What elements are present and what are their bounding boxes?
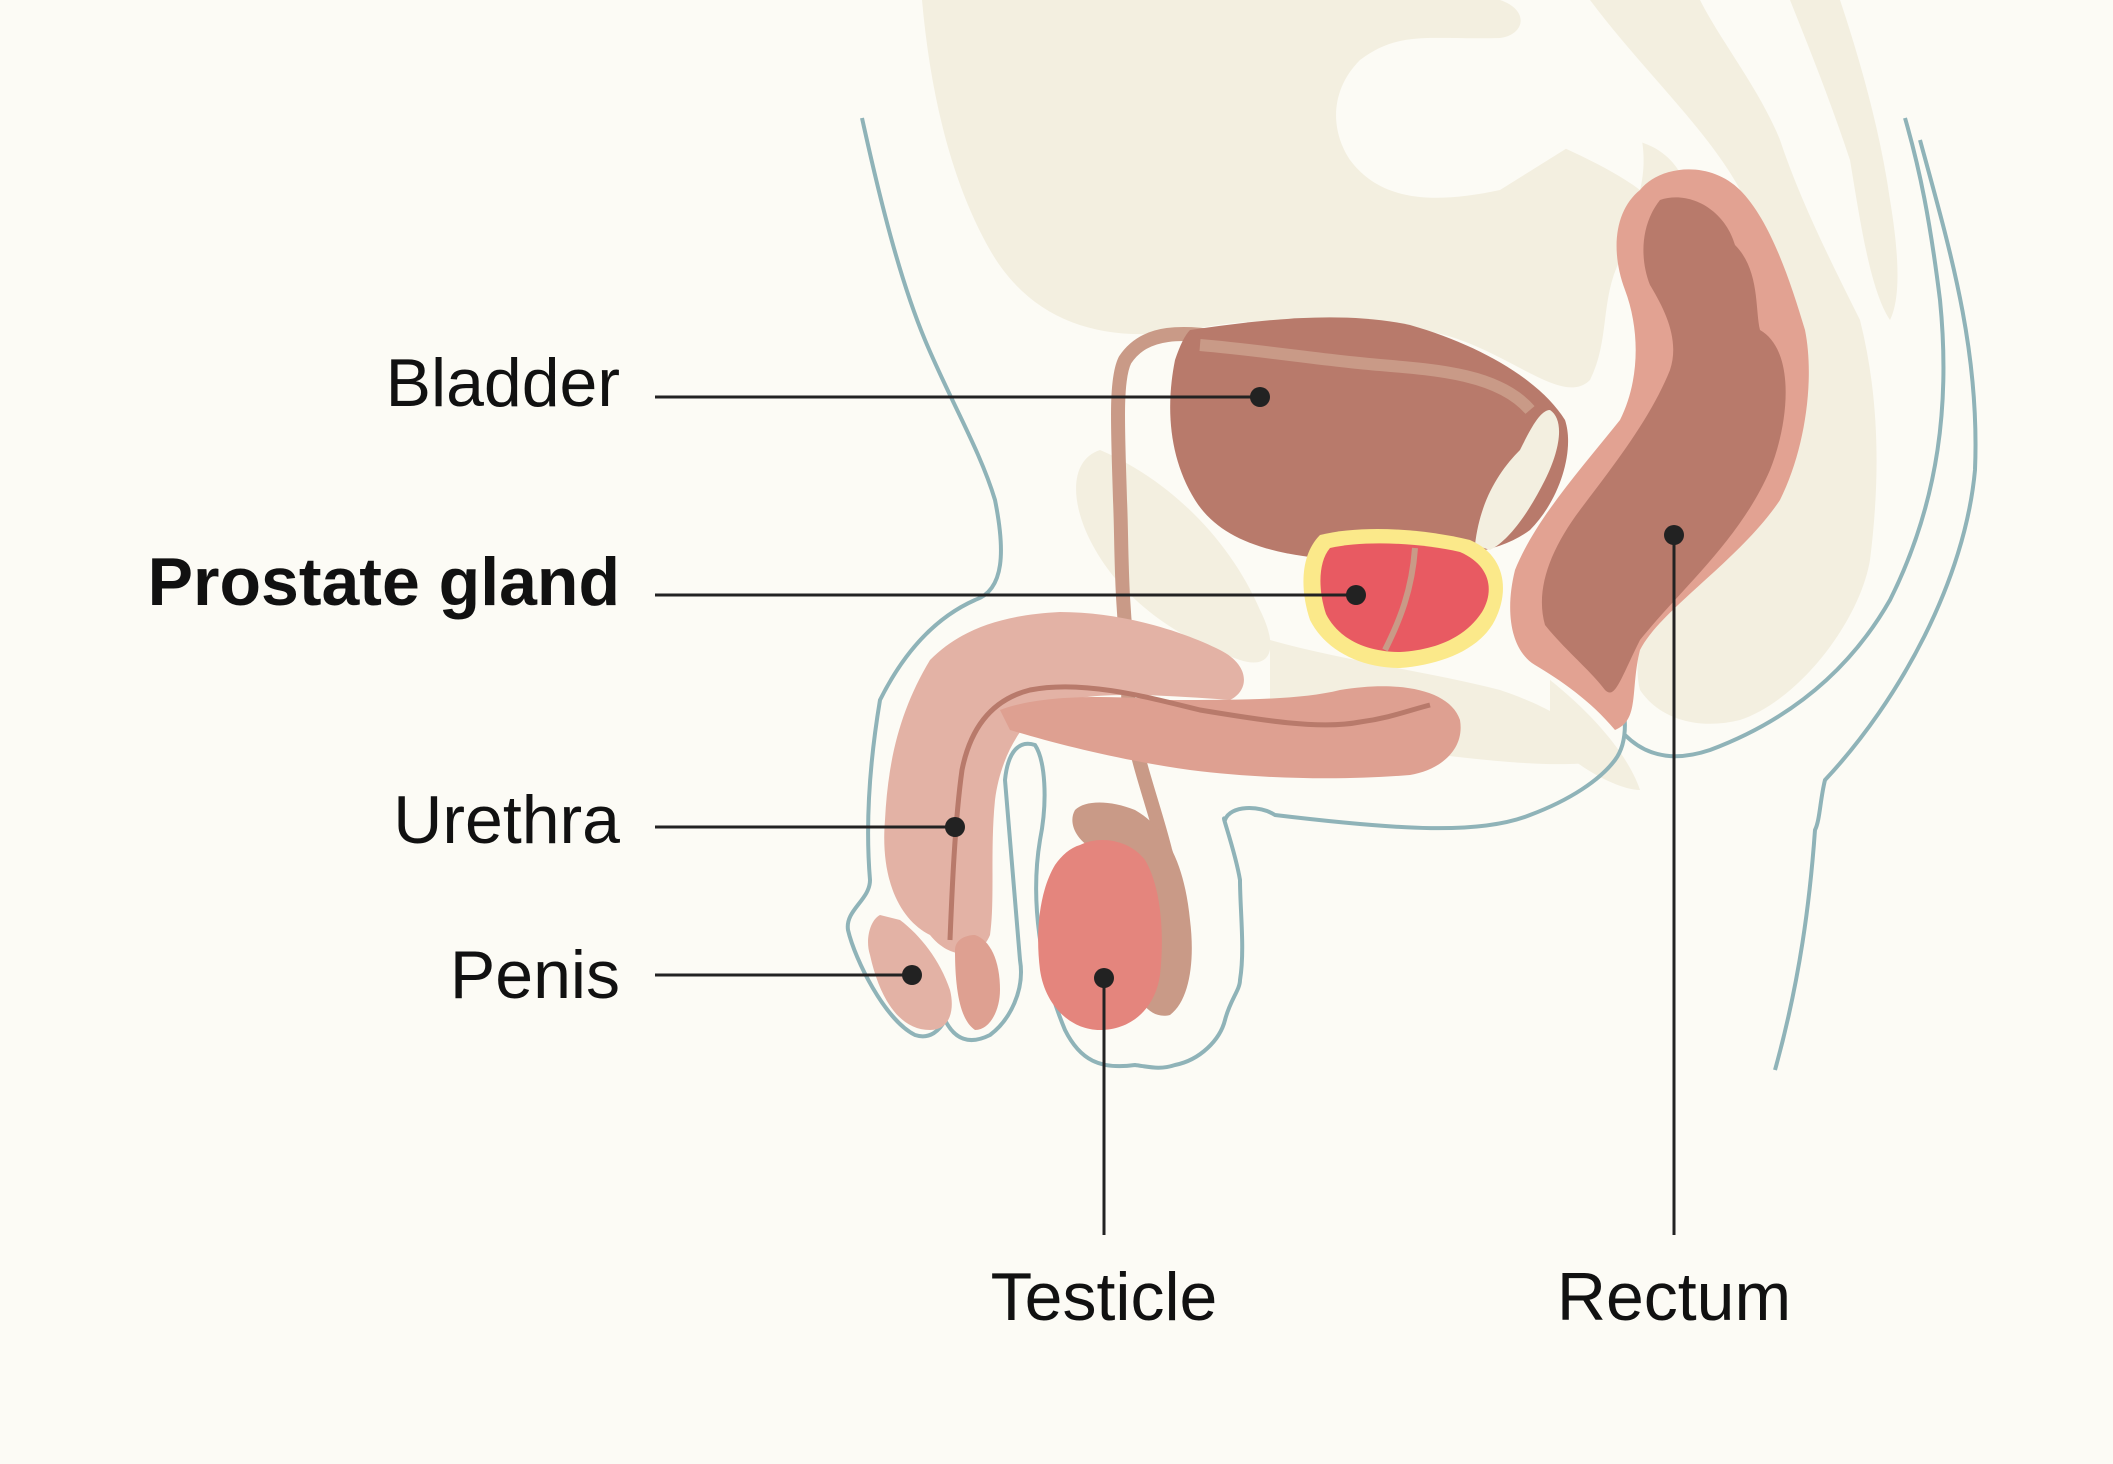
label-testicle: Testicle [991,1259,1218,1335]
prostate-marker [1346,585,1366,605]
penis-marker [902,965,922,985]
testicle [1038,802,1192,1030]
label-penis: Penis [450,937,620,1013]
pelvic-bone [922,0,1898,790]
urethra [947,684,1431,941]
skin-outline [845,117,1978,1071]
seminal-vesicle [1475,410,1560,550]
prostate-gland [1303,528,1503,668]
rectum [1510,169,1809,730]
label-prostate-gland: Prostate gland [148,544,620,620]
label-bladder: Bladder [386,345,620,421]
bladder [1170,317,1569,560]
label-rectum: Rectum [1557,1259,1791,1335]
label-leaders [655,387,1684,1235]
urethra-marker [945,817,965,837]
testicle-marker [1094,968,1114,988]
bladder-marker [1250,387,1270,407]
label-urethra: Urethra [393,782,620,858]
rectum-marker [1664,525,1684,545]
